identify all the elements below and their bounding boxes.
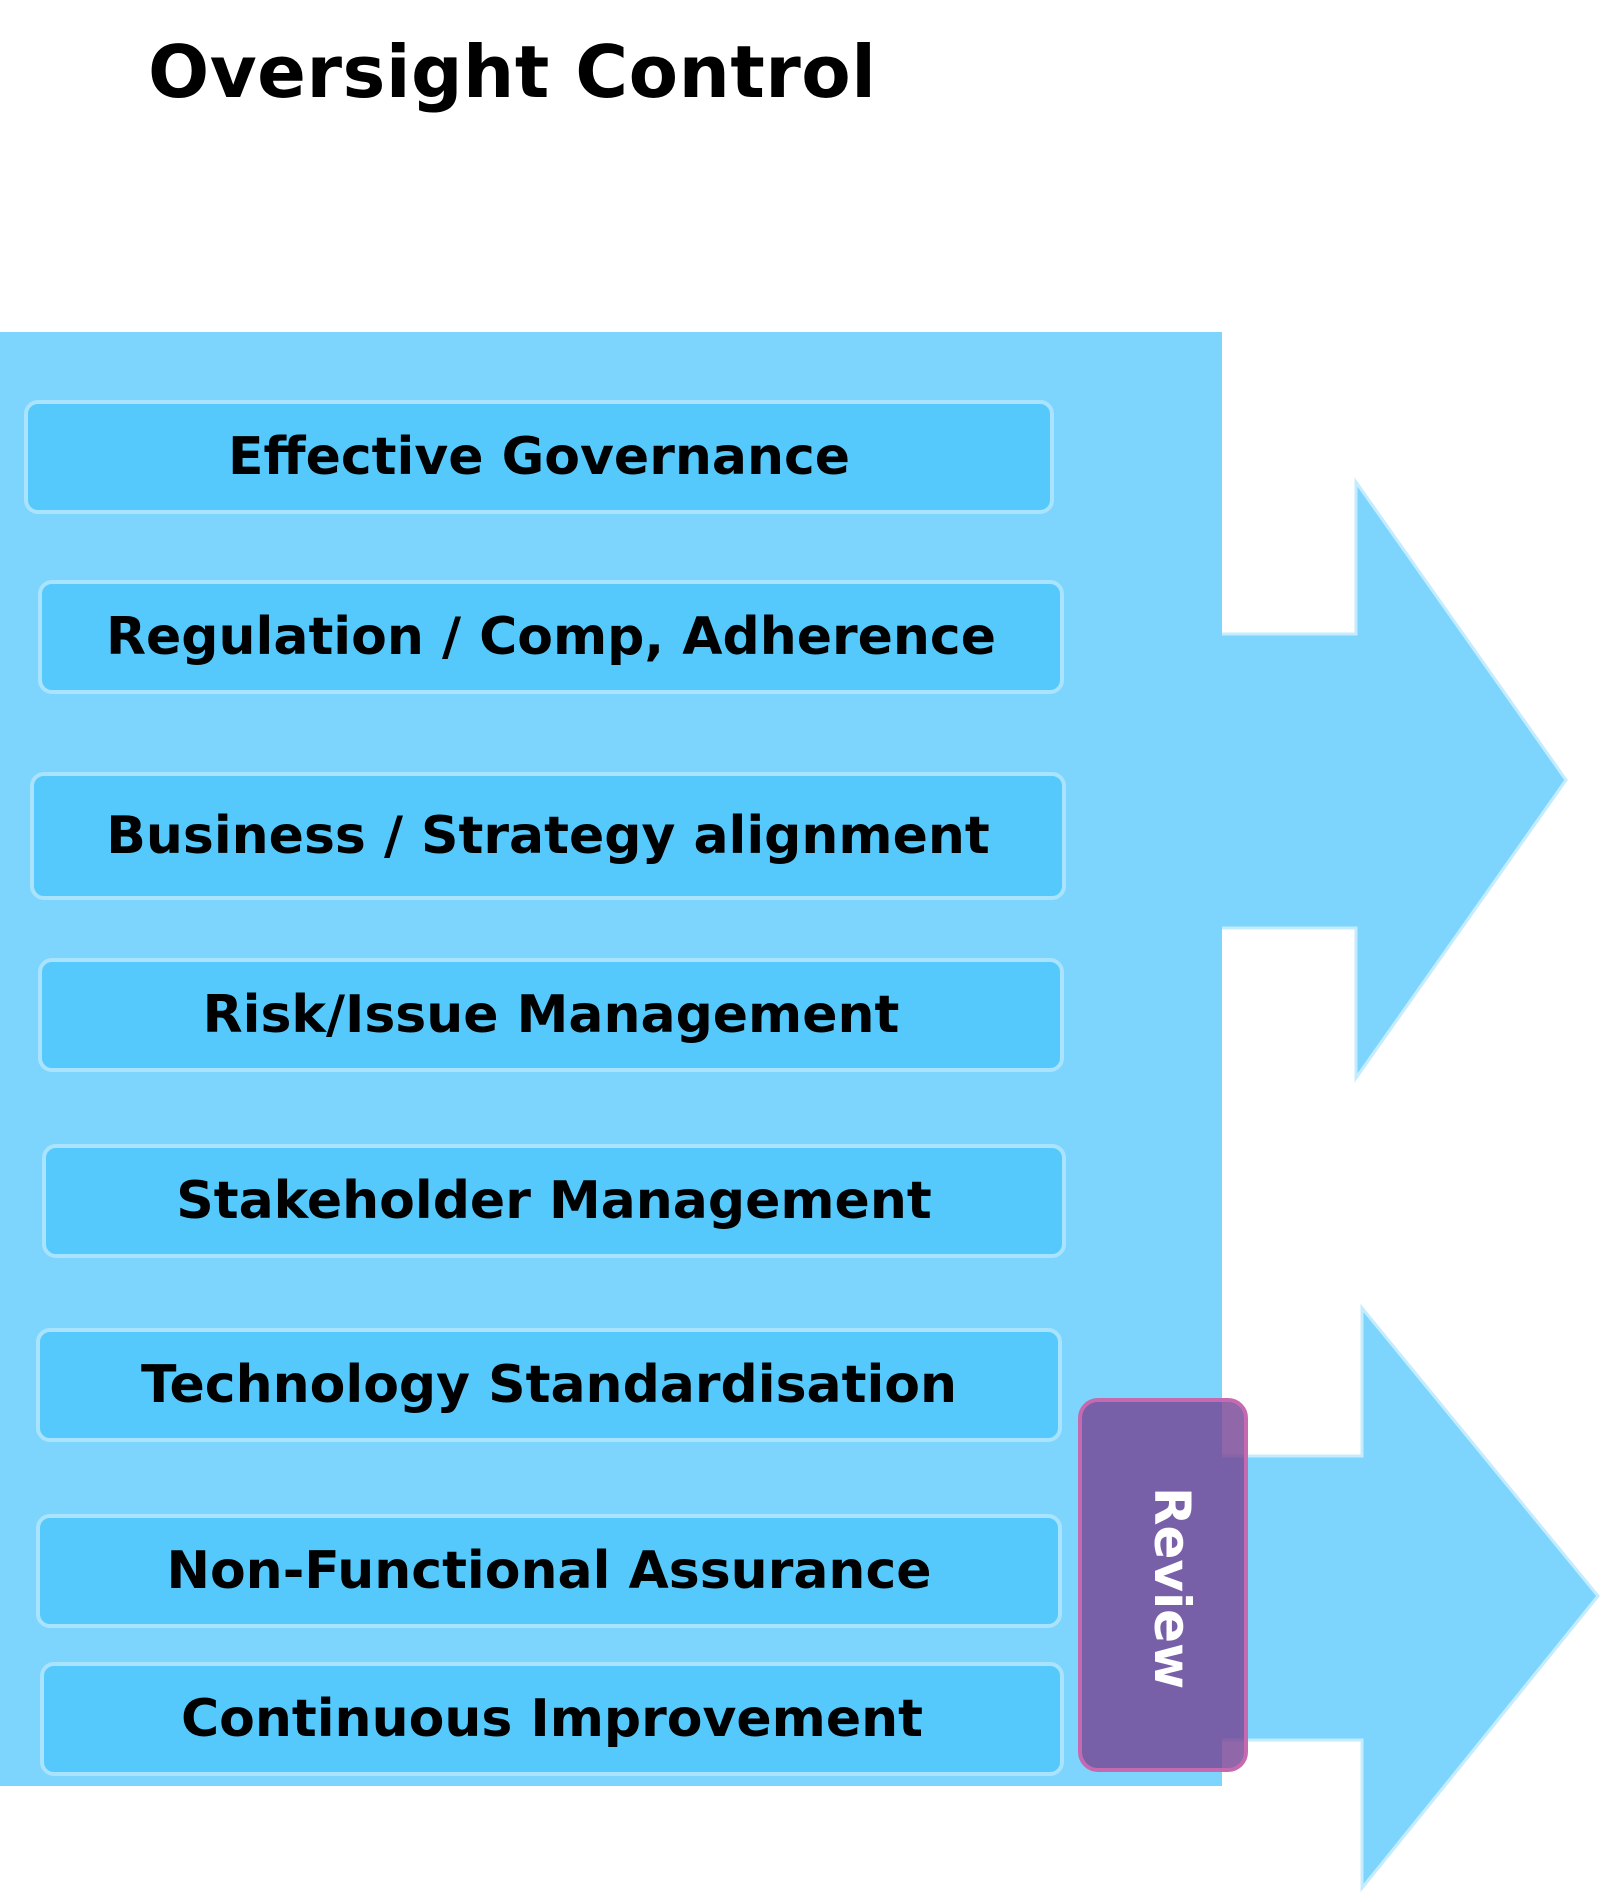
item-risk-issue-management: Risk/Issue Management [38,958,1064,1072]
item-non-functional-assurance: Non-Functional Assurance [36,1514,1062,1628]
item-effective-governance: Effective Governance [24,400,1054,514]
item-continuous-improvement: Continuous Improvement [40,1662,1064,1776]
item-technology-standardisation: Technology Standardisation [36,1328,1062,1442]
review-box [1078,1398,1248,1772]
item-stakeholder-management: Stakeholder Management [42,1144,1066,1258]
item-regulation-compliance: Regulation / Comp, Adherence [38,580,1064,694]
review-label: Review [1143,1486,1201,1690]
item-business-strategy-alignment: Business / Strategy alignment [30,772,1066,900]
diagram-title: Oversight Control [148,30,877,114]
